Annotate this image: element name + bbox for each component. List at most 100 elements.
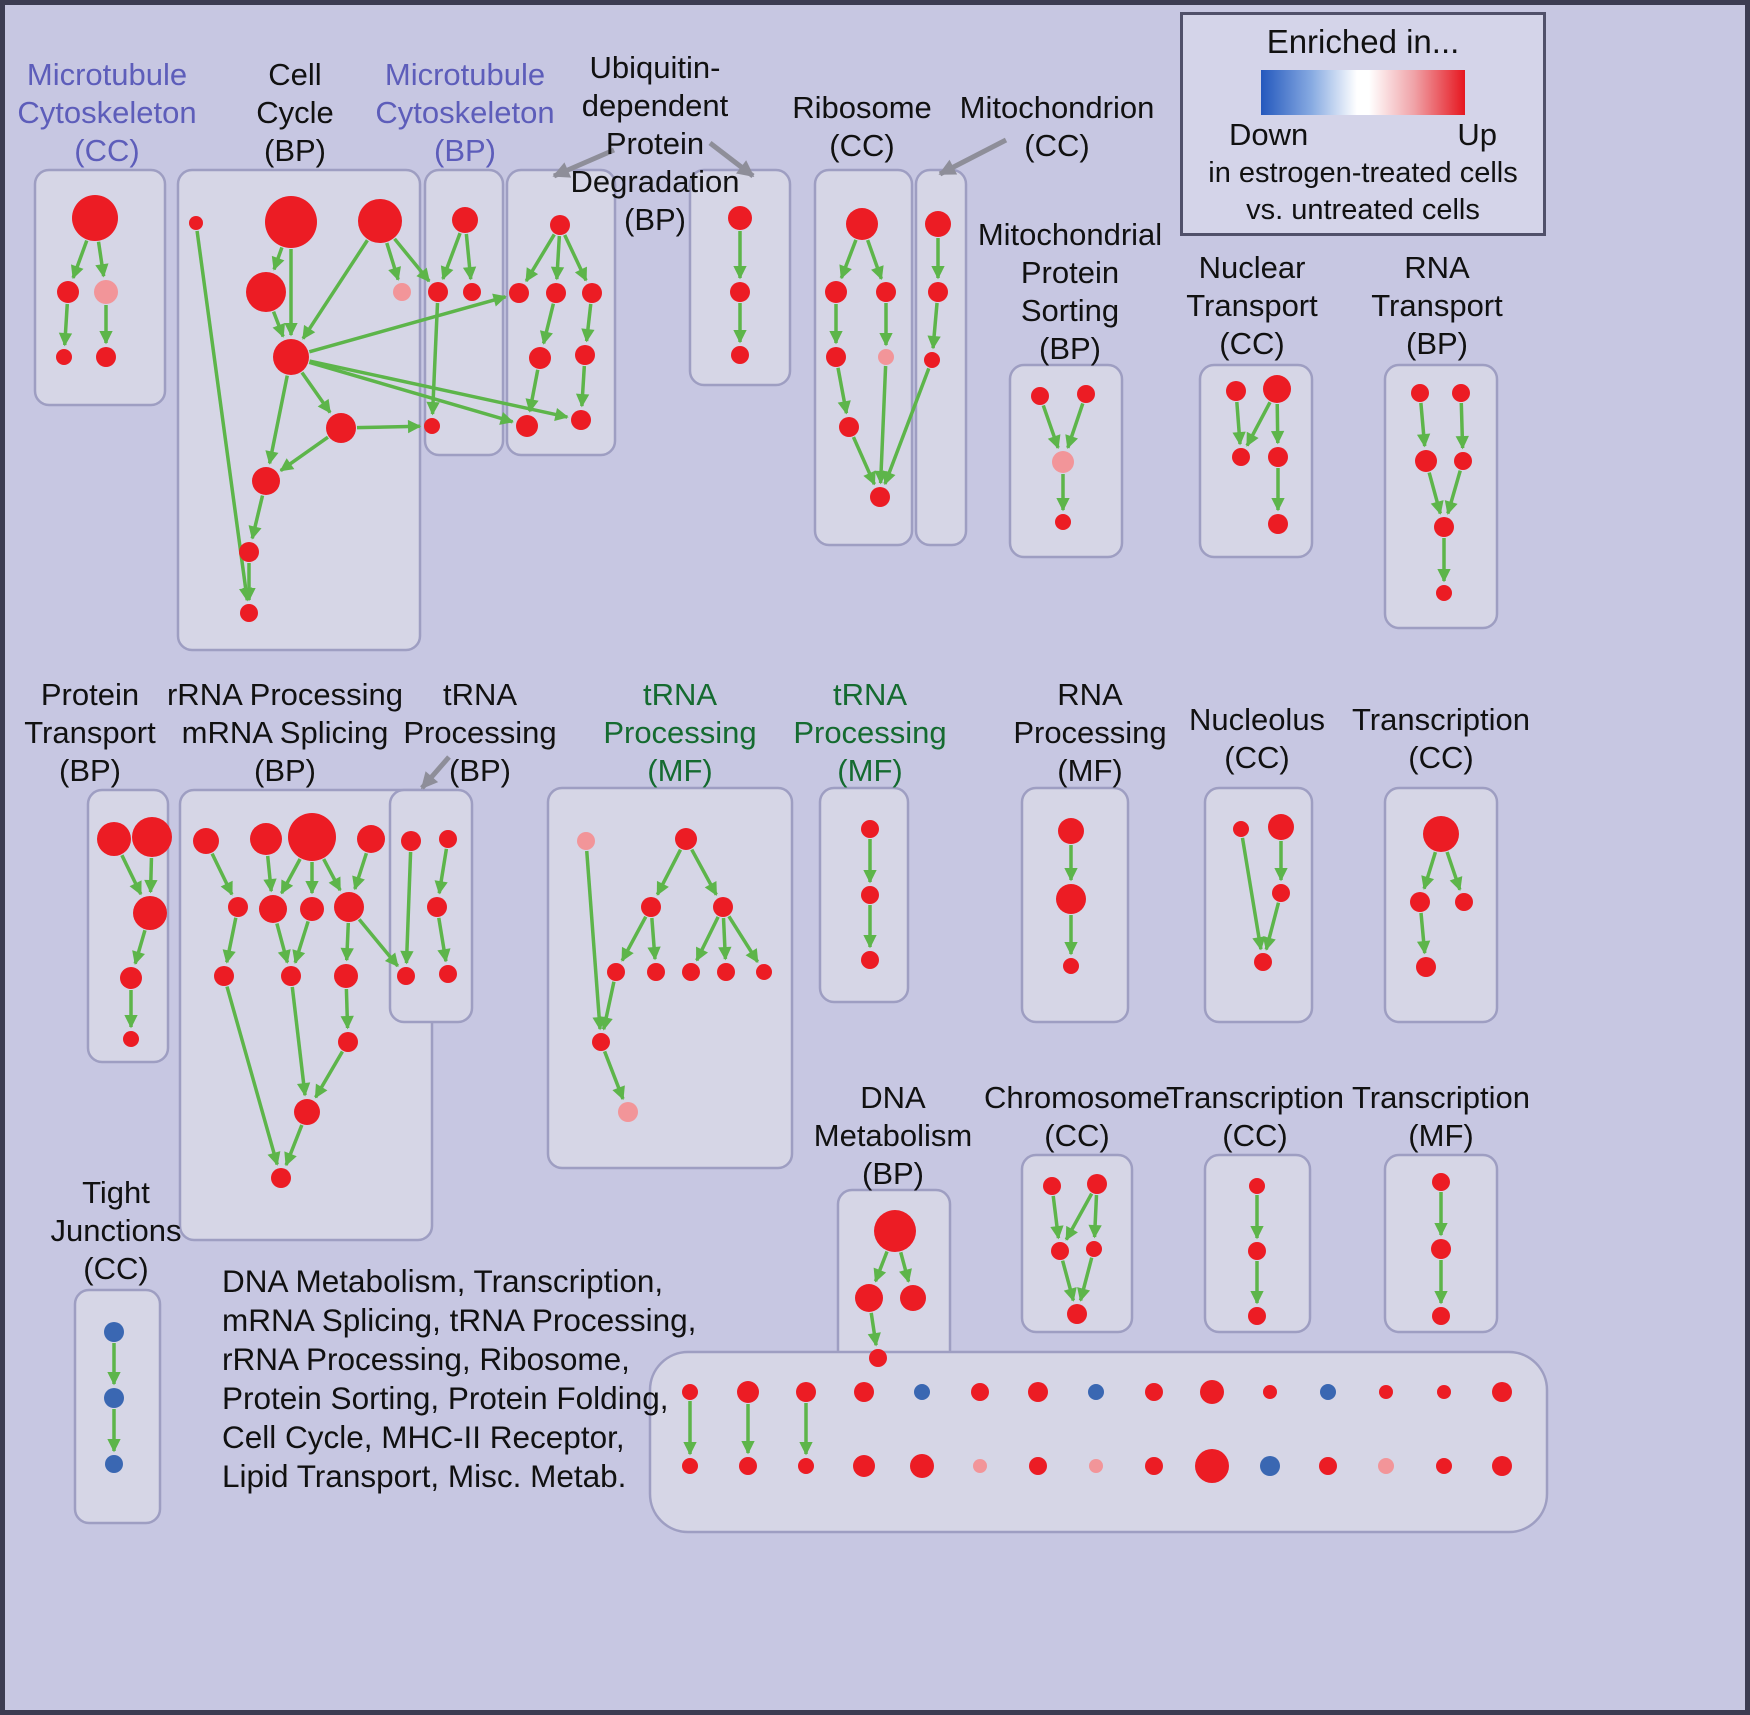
go-term-node: [730, 282, 750, 302]
cluster-box-nuclear-transport-cc: [1198, 363, 1314, 559]
go-term-node: [334, 892, 364, 922]
go-term-node: [1249, 1178, 1265, 1194]
go-term-node: [854, 1382, 874, 1402]
edge-arrow: [301, 239, 369, 340]
go-term-node: [1056, 884, 1086, 914]
edge-arrow: [839, 239, 858, 280]
go-term-node: [1051, 1242, 1069, 1260]
go-term-node: [798, 1458, 814, 1474]
go-term-node: [1232, 448, 1250, 466]
go-term-node: [96, 347, 116, 367]
go-term-node: [853, 1455, 875, 1477]
go-term-node: [618, 1102, 638, 1122]
go-term-node: [452, 207, 478, 233]
go-term-node: [1031, 387, 1049, 405]
go-term-node: [1415, 450, 1437, 472]
edge-arrow: [873, 1250, 889, 1283]
go-term-node: [1436, 1458, 1452, 1474]
misc-terms-line: DNA Metabolism, Transcription,: [222, 1263, 664, 1299]
go-term-node: [728, 206, 752, 230]
go-term-node: [739, 1457, 757, 1475]
go-term-node: [1087, 1174, 1107, 1194]
go-term-node: [861, 820, 879, 838]
go-term-node: [439, 830, 457, 848]
go-term-node: [133, 896, 167, 930]
edge-arrow: [1065, 402, 1085, 450]
label-pointer-arrow: [938, 137, 1008, 177]
cross-edge-arrow: [882, 367, 931, 486]
go-term-node: [1233, 821, 1249, 837]
go-term-node: [439, 965, 457, 983]
go-term-node: [1452, 384, 1470, 402]
go-term-node: [193, 828, 219, 854]
go-term-node: [104, 1388, 124, 1408]
go-term-node: [228, 897, 248, 917]
go-term-node: [577, 832, 595, 850]
edge-arrow: [899, 1251, 912, 1283]
go-term-node: [1077, 385, 1095, 403]
go-term-node: [1378, 1458, 1394, 1474]
cluster-box-trna-processing-mf-large: [546, 786, 794, 1170]
label-pointer-arrow: [708, 141, 755, 178]
edge-arrow: [874, 365, 888, 485]
go-term-node: [682, 1458, 698, 1474]
misc-terms-line: Lipid Transport, Misc. Metab.: [222, 1458, 627, 1494]
go-term-node: [1379, 1385, 1393, 1399]
edge-arrow: [525, 369, 540, 413]
go-term-node: [1248, 1242, 1266, 1260]
go-term-node: [900, 1285, 926, 1311]
go-term-node: [1492, 1382, 1512, 1402]
go-term-node: [214, 966, 234, 986]
edge-arrow: [1088, 1194, 1102, 1239]
edge-arrow: [1240, 837, 1266, 951]
edge-arrow: [1232, 401, 1246, 446]
go-term-node: [592, 1033, 610, 1051]
edge-arrow: [1060, 1260, 1077, 1302]
go-term-node: [550, 215, 570, 235]
go-term-node: [1319, 1457, 1337, 1475]
go-term-node: [571, 410, 591, 430]
go-term-node: [1416, 957, 1436, 977]
edge-arrow: [1427, 472, 1444, 515]
go-term-node: [1437, 1385, 1451, 1399]
legend: Enriched in... Down Up in estrogen-treat…: [1180, 12, 1546, 236]
misc-terms-text: DNA Metabolism, Transcription,mRNA Splic…: [222, 1262, 696, 1496]
edge-arrow: [718, 917, 732, 961]
edge-arrow: [300, 371, 332, 414]
cluster-label-chromosome-cc: Chromosome(CC): [984, 1080, 1170, 1153]
edge-arrow: [120, 854, 143, 896]
edge-arrow: [144, 857, 158, 894]
go-term-node: [1067, 1304, 1087, 1324]
go-term-node: [861, 886, 879, 904]
edge-arrow: [290, 986, 311, 1097]
edge-arrow: [1455, 402, 1469, 450]
go-term-node: [1432, 1173, 1450, 1191]
edge-arrow: [210, 852, 234, 896]
go-term-node: [731, 346, 749, 364]
go-term-node: [132, 817, 172, 857]
edge-arrow: [563, 234, 588, 282]
go-term-node: [1455, 893, 1473, 911]
go-term-node: [1055, 514, 1071, 530]
legend-gradient-bar: [1261, 70, 1465, 115]
edge-arrow: [1445, 851, 1463, 891]
go-term-node: [516, 415, 538, 437]
go-term-node: [357, 825, 385, 853]
cross-edge-arrow: [309, 359, 569, 421]
edge-arrow: [271, 246, 285, 271]
go-term-node: [1272, 884, 1290, 902]
cluster-box-nucleolus-cc: [1203, 786, 1314, 1024]
edge-arrow: [550, 235, 565, 281]
cluster-label-transcription-cc-upper: Transcription(CC): [1352, 702, 1530, 775]
legend-title: Enriched in...: [1266, 23, 1460, 60]
go-term-node: [910, 1454, 934, 1478]
misc-terms-line: rRNA Processing, Ribosome,: [222, 1341, 630, 1377]
edge-arrow: [222, 917, 238, 964]
